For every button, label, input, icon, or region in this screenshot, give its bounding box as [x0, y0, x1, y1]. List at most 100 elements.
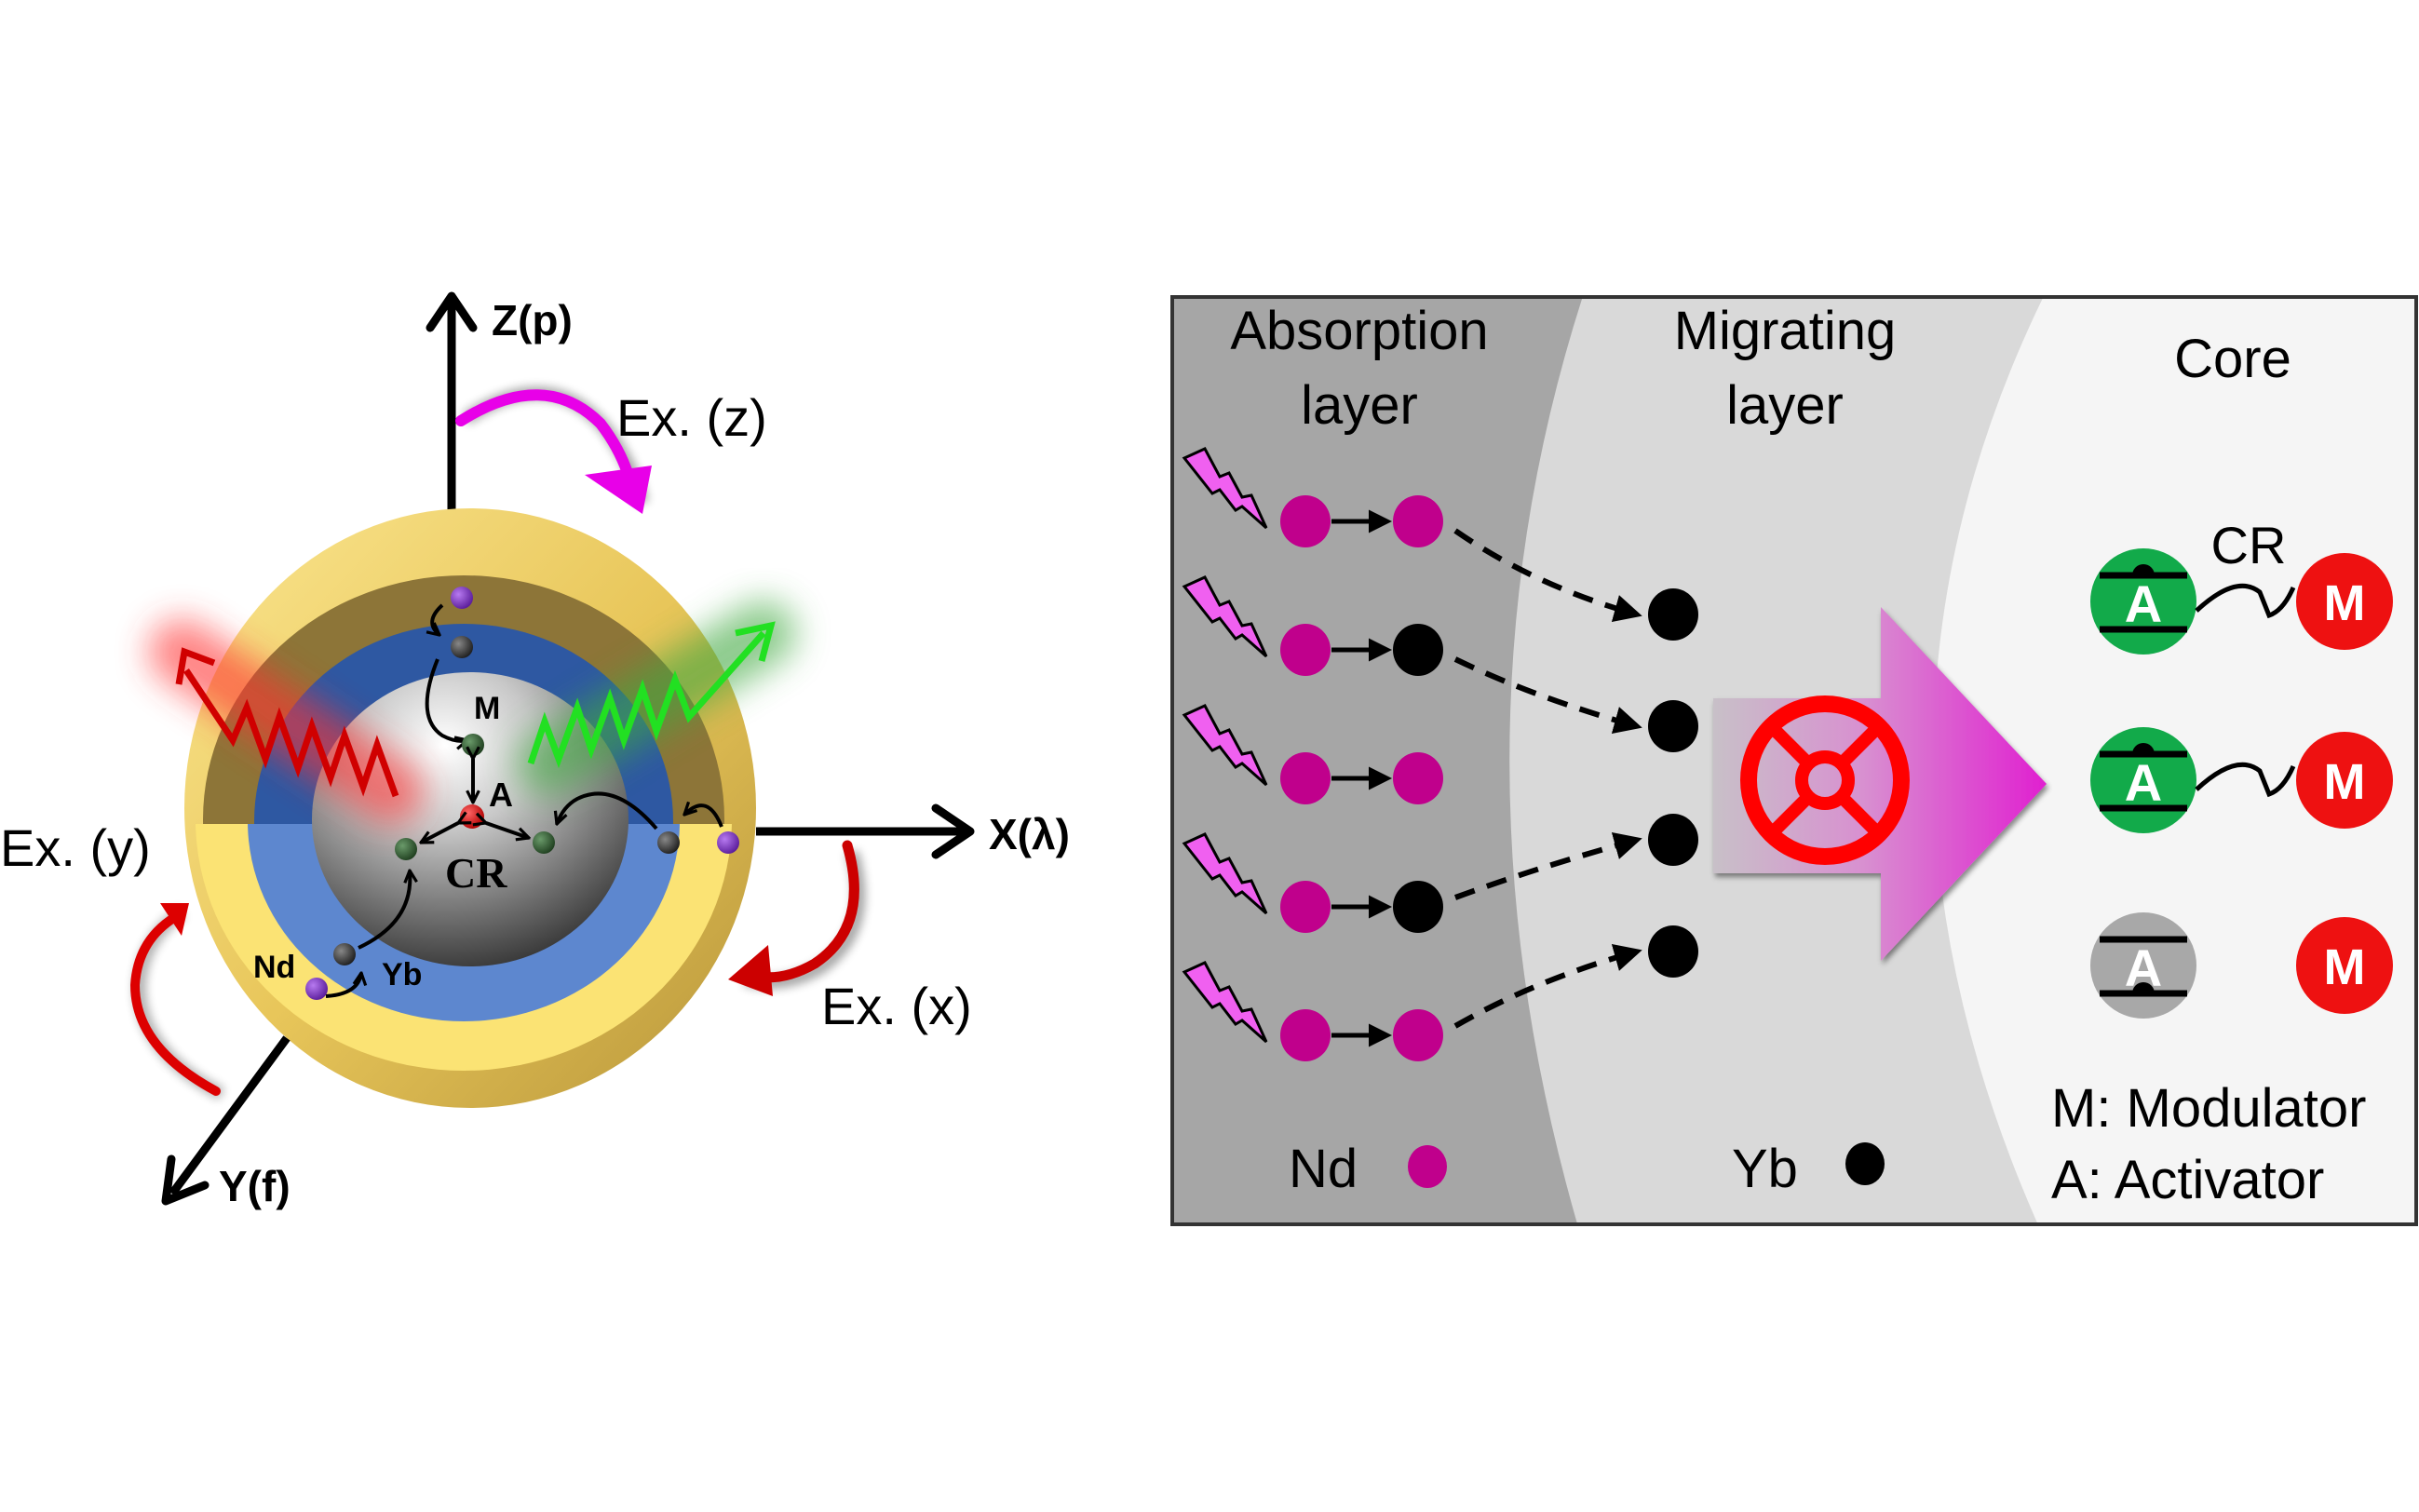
cr-label: CR — [445, 849, 507, 897]
electron-icon — [2132, 743, 2155, 754]
nd-ion — [305, 978, 328, 1000]
absorption-row — [1182, 575, 1443, 676]
yb-ion — [451, 636, 473, 658]
activator-letter: A — [2125, 574, 2162, 633]
migrating-yb-ions — [1648, 588, 1698, 978]
ex-x-curved-arrow-icon — [728, 840, 866, 996]
yb-ion — [657, 831, 680, 854]
lightning-bolt-icon — [1182, 704, 1268, 787]
z-axis-arrowhead-icon — [426, 291, 478, 332]
nd-ion — [1393, 495, 1443, 547]
z-axis-label: Z(p) — [492, 296, 573, 344]
ion-pathway-bottom: Nd Yb — [253, 871, 422, 1000]
modulator-ion-right — [533, 831, 555, 854]
modulator-ion — [2296, 917, 2393, 1014]
x-axis-label: X(λ) — [989, 810, 1070, 858]
absorption-row — [1182, 447, 1443, 547]
yb-ion — [333, 943, 356, 965]
yb-ion — [1648, 588, 1698, 641]
migration-arrow — [1713, 607, 2047, 961]
dashed-migration-arrow-icon — [1453, 656, 1642, 735]
y-axis-label: Y(f) — [219, 1162, 291, 1210]
nd-ion — [1393, 752, 1443, 804]
nd-ion — [1393, 1009, 1443, 1061]
modulator-ion-top — [462, 734, 484, 756]
valve-wheel-icon — [1740, 695, 1910, 865]
nd-ion — [451, 587, 473, 609]
nd-ion — [1280, 1009, 1331, 1061]
legend-nd-dot — [1408, 1145, 1447, 1188]
yb-ion — [1648, 925, 1698, 978]
x-axis-arrowhead-icon — [931, 803, 975, 859]
y-axis-arrowhead-icon — [161, 1154, 209, 1206]
cr-link-icon — [2195, 583, 2296, 619]
activator-letter: A — [2125, 938, 2162, 997]
activator-ion — [460, 804, 484, 829]
legend-activator: A: Activator — [2051, 1150, 2324, 1210]
modulator-letter: M — [2324, 754, 2366, 810]
right-panel-energy-migration: Absorption layer Migrating layer Core CR… — [1170, 295, 2418, 1226]
modulator-ion — [2296, 732, 2393, 829]
modulator-letter: M — [2324, 575, 2366, 631]
core-cr-label: CR — [2211, 516, 2287, 574]
core-heading: Core — [2174, 329, 2291, 389]
red-emission-icon — [149, 619, 424, 824]
lightning-bolt-icon — [1182, 961, 1268, 1044]
dashed-migration-arrow-icon — [1453, 943, 1642, 1029]
electron-icon — [2132, 982, 2155, 993]
ion-pathway-right — [557, 791, 739, 854]
panel-border — [1170, 295, 2418, 1226]
legend-modulator: M: Modulator — [2051, 1078, 2366, 1139]
absorption-row — [1182, 961, 1443, 1061]
nd-ion — [717, 831, 739, 854]
ex-z-label: Ex. (z) — [616, 388, 767, 447]
nd-ion — [1280, 495, 1331, 547]
ex-y-curved-arrow-icon — [129, 903, 225, 1100]
absorption-heading-line1: Absorption — [1230, 301, 1488, 361]
dashed-migration-arrow-icon — [1453, 528, 1642, 623]
yb-ion — [1648, 814, 1698, 866]
legend-nd-label: Nd — [1289, 1139, 1358, 1199]
left-panel-nanoparticle: Z(p) Ex. (z) — [0, 291, 1070, 1210]
yb-ion — [1393, 624, 1443, 676]
modulator-ion-left — [395, 838, 417, 860]
nd-ion — [1280, 624, 1331, 676]
yb-label: Yb — [382, 957, 422, 992]
modulator-label: M — [474, 691, 500, 726]
absorption-row — [1182, 832, 1443, 933]
migrating-heading-line1: Migrating — [1674, 301, 1897, 361]
green-emission-icon — [517, 601, 796, 796]
migrating-heading-line2: layer — [1726, 375, 1844, 436]
modulator-ion — [2296, 553, 2393, 650]
big-arrow-icon — [1713, 607, 2047, 961]
ex-z-curved-arrow-icon — [455, 386, 652, 514]
y-axis — [169, 1035, 291, 1196]
legend-yb-dot — [1845, 1142, 1885, 1185]
activator-label: A — [489, 776, 513, 814]
ex-x-label: Ex. (x) — [821, 977, 972, 1035]
absorption-row — [1182, 704, 1443, 804]
nd-ion — [1280, 752, 1331, 804]
nd-label: Nd — [253, 950, 295, 985]
ion-pathway-top — [425, 587, 473, 741]
lightning-bolt-icon — [1182, 832, 1268, 915]
absorption-rows — [1182, 447, 1642, 1061]
absorption-heading-line2: layer — [1301, 375, 1418, 436]
electron-icon — [2132, 564, 2155, 575]
yb-ion — [1393, 881, 1443, 933]
lightning-bolt-icon — [1182, 575, 1268, 658]
yb-ion — [1648, 700, 1698, 752]
lightning-bolt-icon — [1182, 447, 1268, 530]
cr-link-icon — [2195, 762, 2296, 798]
legend-yb-label: Yb — [1732, 1139, 1798, 1199]
nd-ion — [1280, 881, 1331, 933]
absorption-region — [1173, 298, 1583, 1222]
modulator-letter: M — [2324, 939, 2366, 995]
activator-letter: A — [2125, 753, 2162, 812]
ex-y-label: Ex. (y) — [0, 818, 151, 877]
